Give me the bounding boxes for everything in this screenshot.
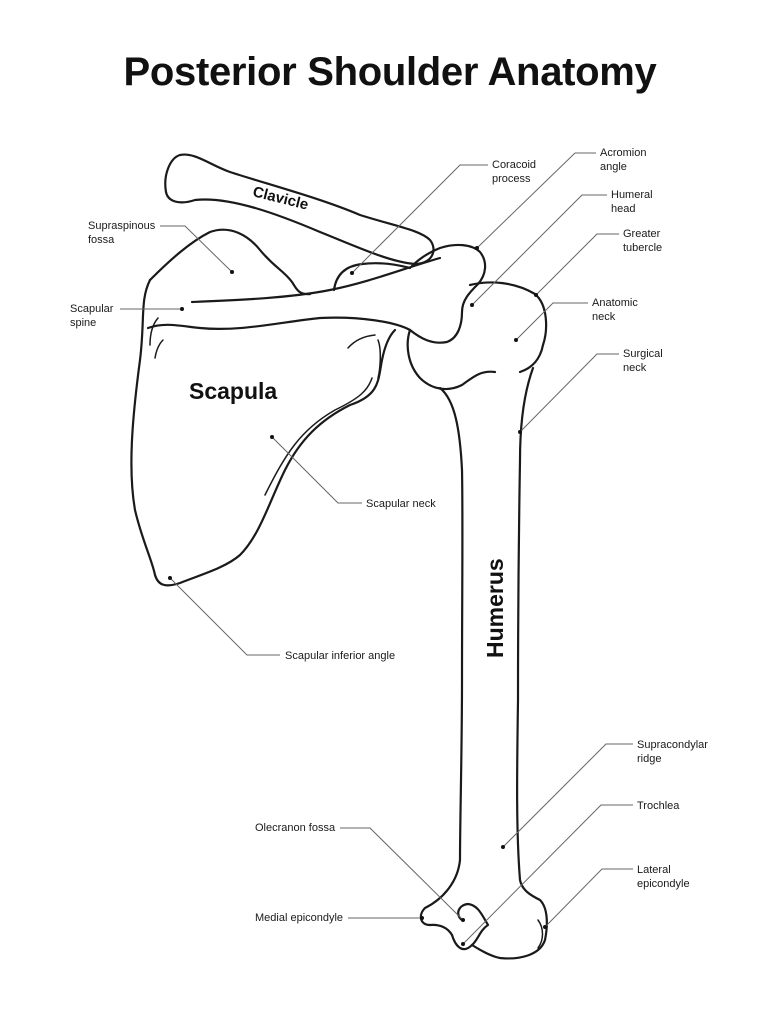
label-olecranon-fossa: Olecranon fossa <box>255 822 465 922</box>
scapula-bone: Scapula <box>130 228 442 587</box>
svg-text:Olecranon fossa: Olecranon fossa <box>255 822 336 834</box>
label-trochlea: Trochlea <box>461 800 680 946</box>
svg-text:Coracoid: Coracoid <box>492 159 536 171</box>
svg-text:ridge: ridge <box>637 753 661 765</box>
svg-text:head: head <box>611 203 635 215</box>
label-supracondylar-ridge: Supracondylar ridge <box>501 739 708 849</box>
scapula-label: Scapula <box>189 378 277 404</box>
svg-text:Trochlea: Trochlea <box>637 800 680 812</box>
label-anatomic-neck: Anatomic neck <box>514 297 638 342</box>
svg-text:Scapular inferior angle: Scapular inferior angle <box>285 650 395 662</box>
svg-text:Anatomic: Anatomic <box>592 297 638 309</box>
label-coracoid-process: Coracoid process <box>350 159 536 275</box>
svg-text:Acromion: Acromion <box>600 147 646 159</box>
svg-text:angle: angle <box>600 161 627 173</box>
label-scapular-inferior-angle: Scapular inferior angle <box>168 576 395 662</box>
svg-text:fossa: fossa <box>88 234 115 246</box>
svg-text:Supraspinous: Supraspinous <box>88 220 156 232</box>
label-lateral-epicondyle: Lateral epicondyle <box>543 864 690 929</box>
label-greater-tubercle: Greater tubercle <box>534 228 662 297</box>
svg-text:Scapular: Scapular <box>70 303 114 315</box>
svg-text:Scapular neck: Scapular neck <box>366 498 436 510</box>
label-scapular-neck: Scapular neck <box>270 435 436 510</box>
svg-text:spine: spine <box>70 317 96 329</box>
svg-text:neck: neck <box>592 311 616 323</box>
svg-text:epicondyle: epicondyle <box>637 878 690 890</box>
label-surgical-neck: Surgical neck <box>518 348 663 434</box>
svg-text:Greater: Greater <box>623 228 661 240</box>
label-medial-epicondyle: Medial epicondyle <box>255 912 424 924</box>
label-humeral-head: Humeral head <box>470 189 653 307</box>
svg-text:Supracondylar: Supracondylar <box>637 739 708 751</box>
clavicle-bone: Clavicle <box>164 153 435 266</box>
acromion-bone <box>408 243 487 344</box>
humerus-label: Humerus <box>482 558 508 658</box>
svg-text:Lateral: Lateral <box>637 864 671 876</box>
svg-text:tubercle: tubercle <box>623 242 662 254</box>
svg-text:neck: neck <box>623 362 647 374</box>
svg-text:process: process <box>492 173 531 185</box>
label-supraspinous-fossa: Supraspinous fossa <box>88 220 234 274</box>
svg-text:Humeral: Humeral <box>611 189 653 201</box>
svg-text:Medial epicondyle: Medial epicondyle <box>255 912 343 924</box>
humerus-bone: Humerus <box>406 281 548 960</box>
label-acromion-angle: Acromion angle <box>475 147 646 250</box>
label-scapular-spine: Scapular spine <box>70 303 184 329</box>
diagram-title: Posterior Shoulder Anatomy <box>123 50 657 94</box>
svg-text:Surgical: Surgical <box>623 348 663 360</box>
